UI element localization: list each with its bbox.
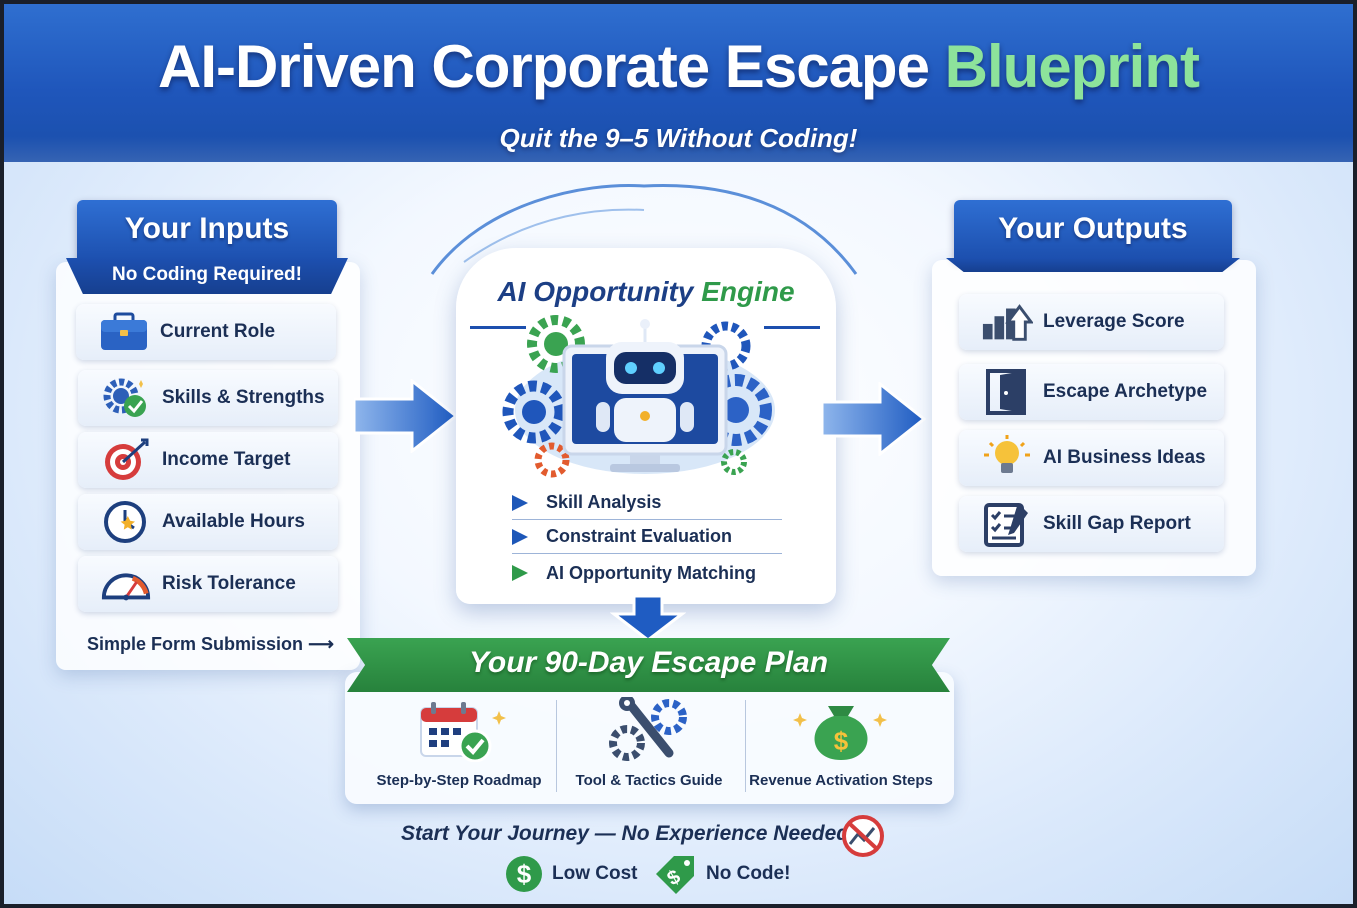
input-card-skills[interactable]: Skills & Strengths xyxy=(78,370,338,426)
input-label: Current Role xyxy=(160,321,276,342)
output-label: AI Business Ideas xyxy=(1043,447,1206,468)
page-title: AI-Driven Corporate Escape Blueprint xyxy=(4,32,1353,101)
plan-item-label: Revenue Activation Steps xyxy=(749,772,933,789)
engine-title-main: AI Opportunity xyxy=(497,276,694,307)
briefcase-icon xyxy=(98,310,150,354)
output-card-leverage[interactable]: Leverage Score xyxy=(959,294,1224,350)
engine-divider-left xyxy=(470,326,526,329)
engine-step: Skill Analysis xyxy=(512,486,782,520)
play-icon xyxy=(512,565,528,581)
gauge-icon xyxy=(100,562,152,606)
badge-label: Low Cost xyxy=(552,863,638,884)
arrow-engine-to-plan xyxy=(610,596,686,642)
checklist-icon xyxy=(981,502,1033,547)
inputs-tagline: No Coding Required! xyxy=(66,258,348,294)
engine-step: AI Opportunity Matching xyxy=(512,556,782,590)
title-accent: Blueprint xyxy=(944,33,1200,100)
header-banner: AI-Driven Corporate Escape Blueprint Qui… xyxy=(4,4,1353,162)
output-card-skill-gap[interactable]: Skill Gap Report xyxy=(959,496,1224,552)
plan-item-revenue[interactable]: $ Revenue Activation Steps xyxy=(746,694,936,789)
journey-line: Start Your Journey — No Experience Neede… xyxy=(401,822,856,846)
outputs-ribbon-tail xyxy=(946,258,1240,272)
inputs-ribbon: Your Inputs xyxy=(77,200,337,262)
plan-divider xyxy=(556,700,557,792)
bar-chart-icon xyxy=(981,300,1033,344)
engine-step-label: Skill Analysis xyxy=(546,492,662,512)
play-icon xyxy=(512,494,528,511)
engine-step: Constraint Evaluation xyxy=(512,520,782,554)
engine-step-label: AI Opportunity Matching xyxy=(546,562,756,583)
plan-item-roadmap[interactable]: Step-by-Step Roadmap xyxy=(364,694,554,789)
gear-icon xyxy=(502,315,772,478)
infographic: AI-Driven Corporate Escape Blueprint Qui… xyxy=(4,4,1353,904)
escape-plan-title-text: Your 90-Day Escape Plan xyxy=(468,646,829,679)
escape-plan-title: Your 90-Day Escape Plan xyxy=(347,638,950,692)
input-card-current-role[interactable]: Current Role xyxy=(76,304,336,360)
input-label: Available Hours xyxy=(162,511,305,532)
dollar-tag-icon: $ xyxy=(656,856,694,894)
output-card-ideas[interactable]: AI Business Ideas xyxy=(959,430,1224,486)
no-code-icon xyxy=(842,815,884,857)
simple-form-label: Simple Form Submission xyxy=(87,634,304,654)
badge-low-cost: $ Low Cost xyxy=(504,854,638,894)
simple-form-submission[interactable]: Simple Form Submission ⟶ xyxy=(87,634,334,655)
journey-text: Start Your Journey — No Experience Neede… xyxy=(401,822,857,845)
page-subtitle: Quit the 9–5 Without Coding! xyxy=(499,123,858,153)
input-card-hours[interactable]: Available Hours xyxy=(78,494,338,550)
arrow-right-icon: ⟶ xyxy=(308,634,334,654)
plan-item-label: Step-by-Step Roadmap xyxy=(376,772,542,789)
target-icon xyxy=(100,438,152,482)
outputs-ribbon: Your Outputs xyxy=(954,200,1232,260)
output-label: Leverage Score xyxy=(1043,311,1185,332)
inputs-title: Your Inputs xyxy=(124,212,290,245)
outputs-title: Your Outputs xyxy=(998,212,1188,245)
input-label: Risk Tolerance xyxy=(162,573,296,594)
title-main: AI-Driven Corporate Escape xyxy=(158,33,930,100)
input-card-income[interactable]: Income Target xyxy=(78,432,338,488)
tools-icon xyxy=(554,694,744,766)
play-icon xyxy=(512,528,528,545)
output-label: Escape Archetype xyxy=(1043,381,1208,402)
badge-no-code: $ No Code! xyxy=(652,854,790,894)
engine-divider-right xyxy=(764,326,820,329)
svg-text:$: $ xyxy=(517,859,532,889)
engine-title: AI Opportunity Engine xyxy=(456,276,836,308)
clock-icon xyxy=(100,500,152,544)
badge-label: No Code! xyxy=(706,863,791,884)
money-bag-icon: $ xyxy=(746,694,936,766)
output-card-archetype[interactable]: Escape Archetype xyxy=(959,364,1224,420)
output-label: Skill Gap Report xyxy=(1043,513,1191,534)
plan-divider xyxy=(745,700,746,792)
input-card-risk[interactable]: Risk Tolerance xyxy=(78,556,338,612)
svg-text:$: $ xyxy=(834,726,849,756)
gear-check-icon xyxy=(100,376,152,420)
engine-arc xyxy=(430,184,858,275)
lightbulb-icon xyxy=(981,435,1033,480)
door-icon xyxy=(981,369,1033,415)
engine-step-label: Constraint Evaluation xyxy=(546,526,733,546)
robot-illustration xyxy=(502,315,775,478)
engine-title-accent: Engine xyxy=(701,276,795,307)
input-label: Skills & Strengths xyxy=(162,387,325,408)
arrow-inputs-to-engine xyxy=(354,379,458,453)
plan-item-label: Tool & Tactics Guide xyxy=(575,772,723,789)
input-label: Income Target xyxy=(162,449,291,470)
plan-item-tools[interactable]: Tool & Tactics Guide xyxy=(554,694,744,789)
dollar-coin-icon: $ xyxy=(506,856,542,892)
calendar-icon xyxy=(364,694,554,766)
arrow-engine-to-outputs xyxy=(822,382,926,456)
